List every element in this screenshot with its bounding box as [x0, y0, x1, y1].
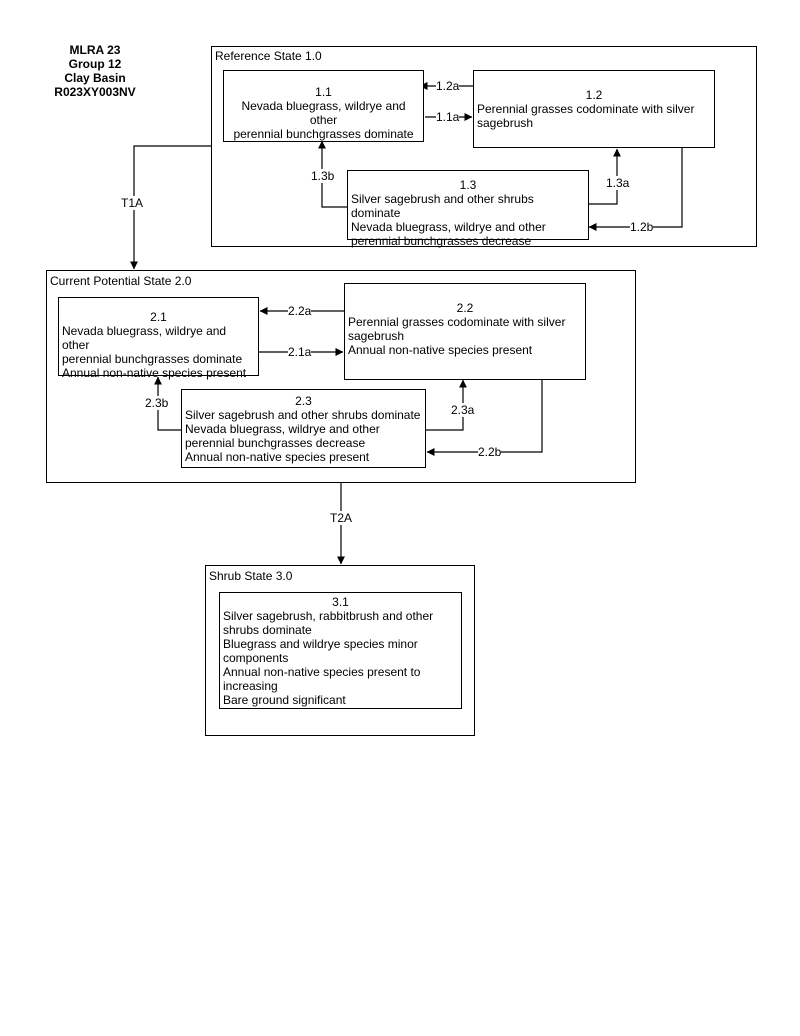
phase-2-2-number: 2.2	[456, 301, 474, 315]
phase-box-2-3: 2.3 Silver sagebrush and other shrubs do…	[181, 389, 426, 468]
label-1-3a: 1.3a	[606, 176, 630, 190]
phase-3-1-line: Bluegrass and wildrye species minor	[223, 637, 418, 651]
phase-3-1-line: Silver sagebrush, rabbitbrush and other	[223, 609, 434, 623]
phase-3-1-line: Bare ground significant	[223, 693, 346, 707]
header-line-ecosite-id: R023XY003NV	[54, 85, 136, 99]
phase-2-3-line: Silver sagebrush and other shrubs domina…	[185, 408, 421, 422]
arrow-2-3a	[426, 379, 467, 431]
arrow-T1A	[130, 145, 211, 270]
phase-2-3-number: 2.3	[295, 394, 312, 408]
label-1-2b: 1.2b	[630, 220, 654, 234]
phase-box-1-3: 1.3 Silver sagebrush and other shrubs do…	[347, 170, 589, 248]
phase-2-3-line: Nevada bluegrass, wildrye and other	[185, 422, 380, 436]
phase-box-2-2: 2.2 Perennial grasses codominate with si…	[344, 283, 586, 380]
phase-1-3-line: Nevada bluegrass, wildrye and other	[351, 220, 546, 234]
phase-1-1-line: Nevada bluegrass, wildrye and other	[241, 99, 406, 127]
label-2-3a: 2.3a	[451, 403, 475, 417]
phase-1-1-line: perennial bunchgrasses dominate	[233, 127, 414, 141]
label-2-1a: 2.1a	[288, 345, 312, 359]
phase-3-1-line: Annual non-native species present to	[223, 665, 421, 679]
label-T2A: T2A	[330, 511, 353, 525]
phase-1-2-line: Perennial grasses codominate with silver	[477, 102, 695, 116]
phase-1-1-number: 1.1	[315, 85, 332, 99]
arrow-1-2b	[588, 148, 683, 231]
phase-box-1-2: 1.2 Perennial grasses codominate with si…	[473, 70, 715, 148]
phase-3-1-line: increasing	[223, 679, 278, 693]
label-1-2a: 1.2a	[436, 79, 460, 93]
phase-3-1-line: components	[223, 651, 289, 665]
phase-2-1-line: Nevada bluegrass, wildrye and other	[62, 324, 227, 352]
label-1-3b: 1.3b	[311, 169, 335, 183]
phase-2-2-line: Perennial grasses codominate with silver	[348, 315, 566, 329]
label-2-2b: 2.2b	[478, 445, 502, 459]
shrub-state-title: Shrub State 3.0	[209, 569, 293, 583]
label-2-3b: 2.3b	[145, 396, 169, 410]
current-state-title: Current Potential State 2.0	[50, 274, 192, 288]
phase-2-1-number: 2.1	[150, 310, 167, 324]
phase-1-2-number: 1.2	[585, 88, 603, 102]
phase-2-2-line: Annual non-native species present	[348, 343, 533, 357]
header-line-group: Group 12	[68, 57, 122, 71]
header-line-site: Clay Basin	[64, 71, 126, 85]
phase-2-1-line: perennial bunchgrasses dominate	[62, 352, 243, 366]
phase-2-3-line: Annual non-native species present	[185, 450, 370, 464]
header-line-mlra: MLRA 23	[69, 43, 121, 57]
arrow-1-3a	[588, 148, 621, 205]
label-2-2a: 2.2a	[288, 304, 312, 318]
arrow-2-3b	[154, 376, 182, 431]
phase-1-2-line: sagebrush	[477, 116, 534, 130]
diagram-header: MLRA 23 Group 12 Clay Basin R023XY003NV	[40, 43, 150, 99]
phase-3-1-line: shrubs dominate	[223, 623, 312, 637]
arrow-2-2b	[426, 380, 543, 456]
phase-2-2-line: sagebrush	[348, 329, 405, 343]
phase-1-3-line: perennial bunchgrasses decrease	[351, 234, 532, 248]
phase-box-2-1: 2.1 Nevada bluegrass, wildrye and other …	[58, 297, 259, 380]
reference-state-title: Reference State 1.0	[215, 49, 322, 63]
phase-1-3-number: 1.3	[459, 178, 477, 192]
phase-3-1-number: 3.1	[332, 595, 349, 609]
phase-1-3-line: Silver sagebrush and other shrubs domina…	[351, 192, 534, 220]
label-T1A: T1A	[121, 196, 144, 210]
phase-2-1-line: Annual non-native species present	[62, 366, 247, 380]
label-1-1a: 1.1a	[436, 110, 460, 124]
arrow-1-3b	[318, 140, 347, 208]
phase-box-3-1: 3.1 Silver sagebrush, rabbitbrush and ot…	[219, 592, 462, 709]
phase-box-1-1: 1.1 Nevada bluegrass, wildrye and other …	[223, 70, 424, 142]
phase-2-3-line: perennial bunchgrasses decrease	[185, 436, 366, 450]
